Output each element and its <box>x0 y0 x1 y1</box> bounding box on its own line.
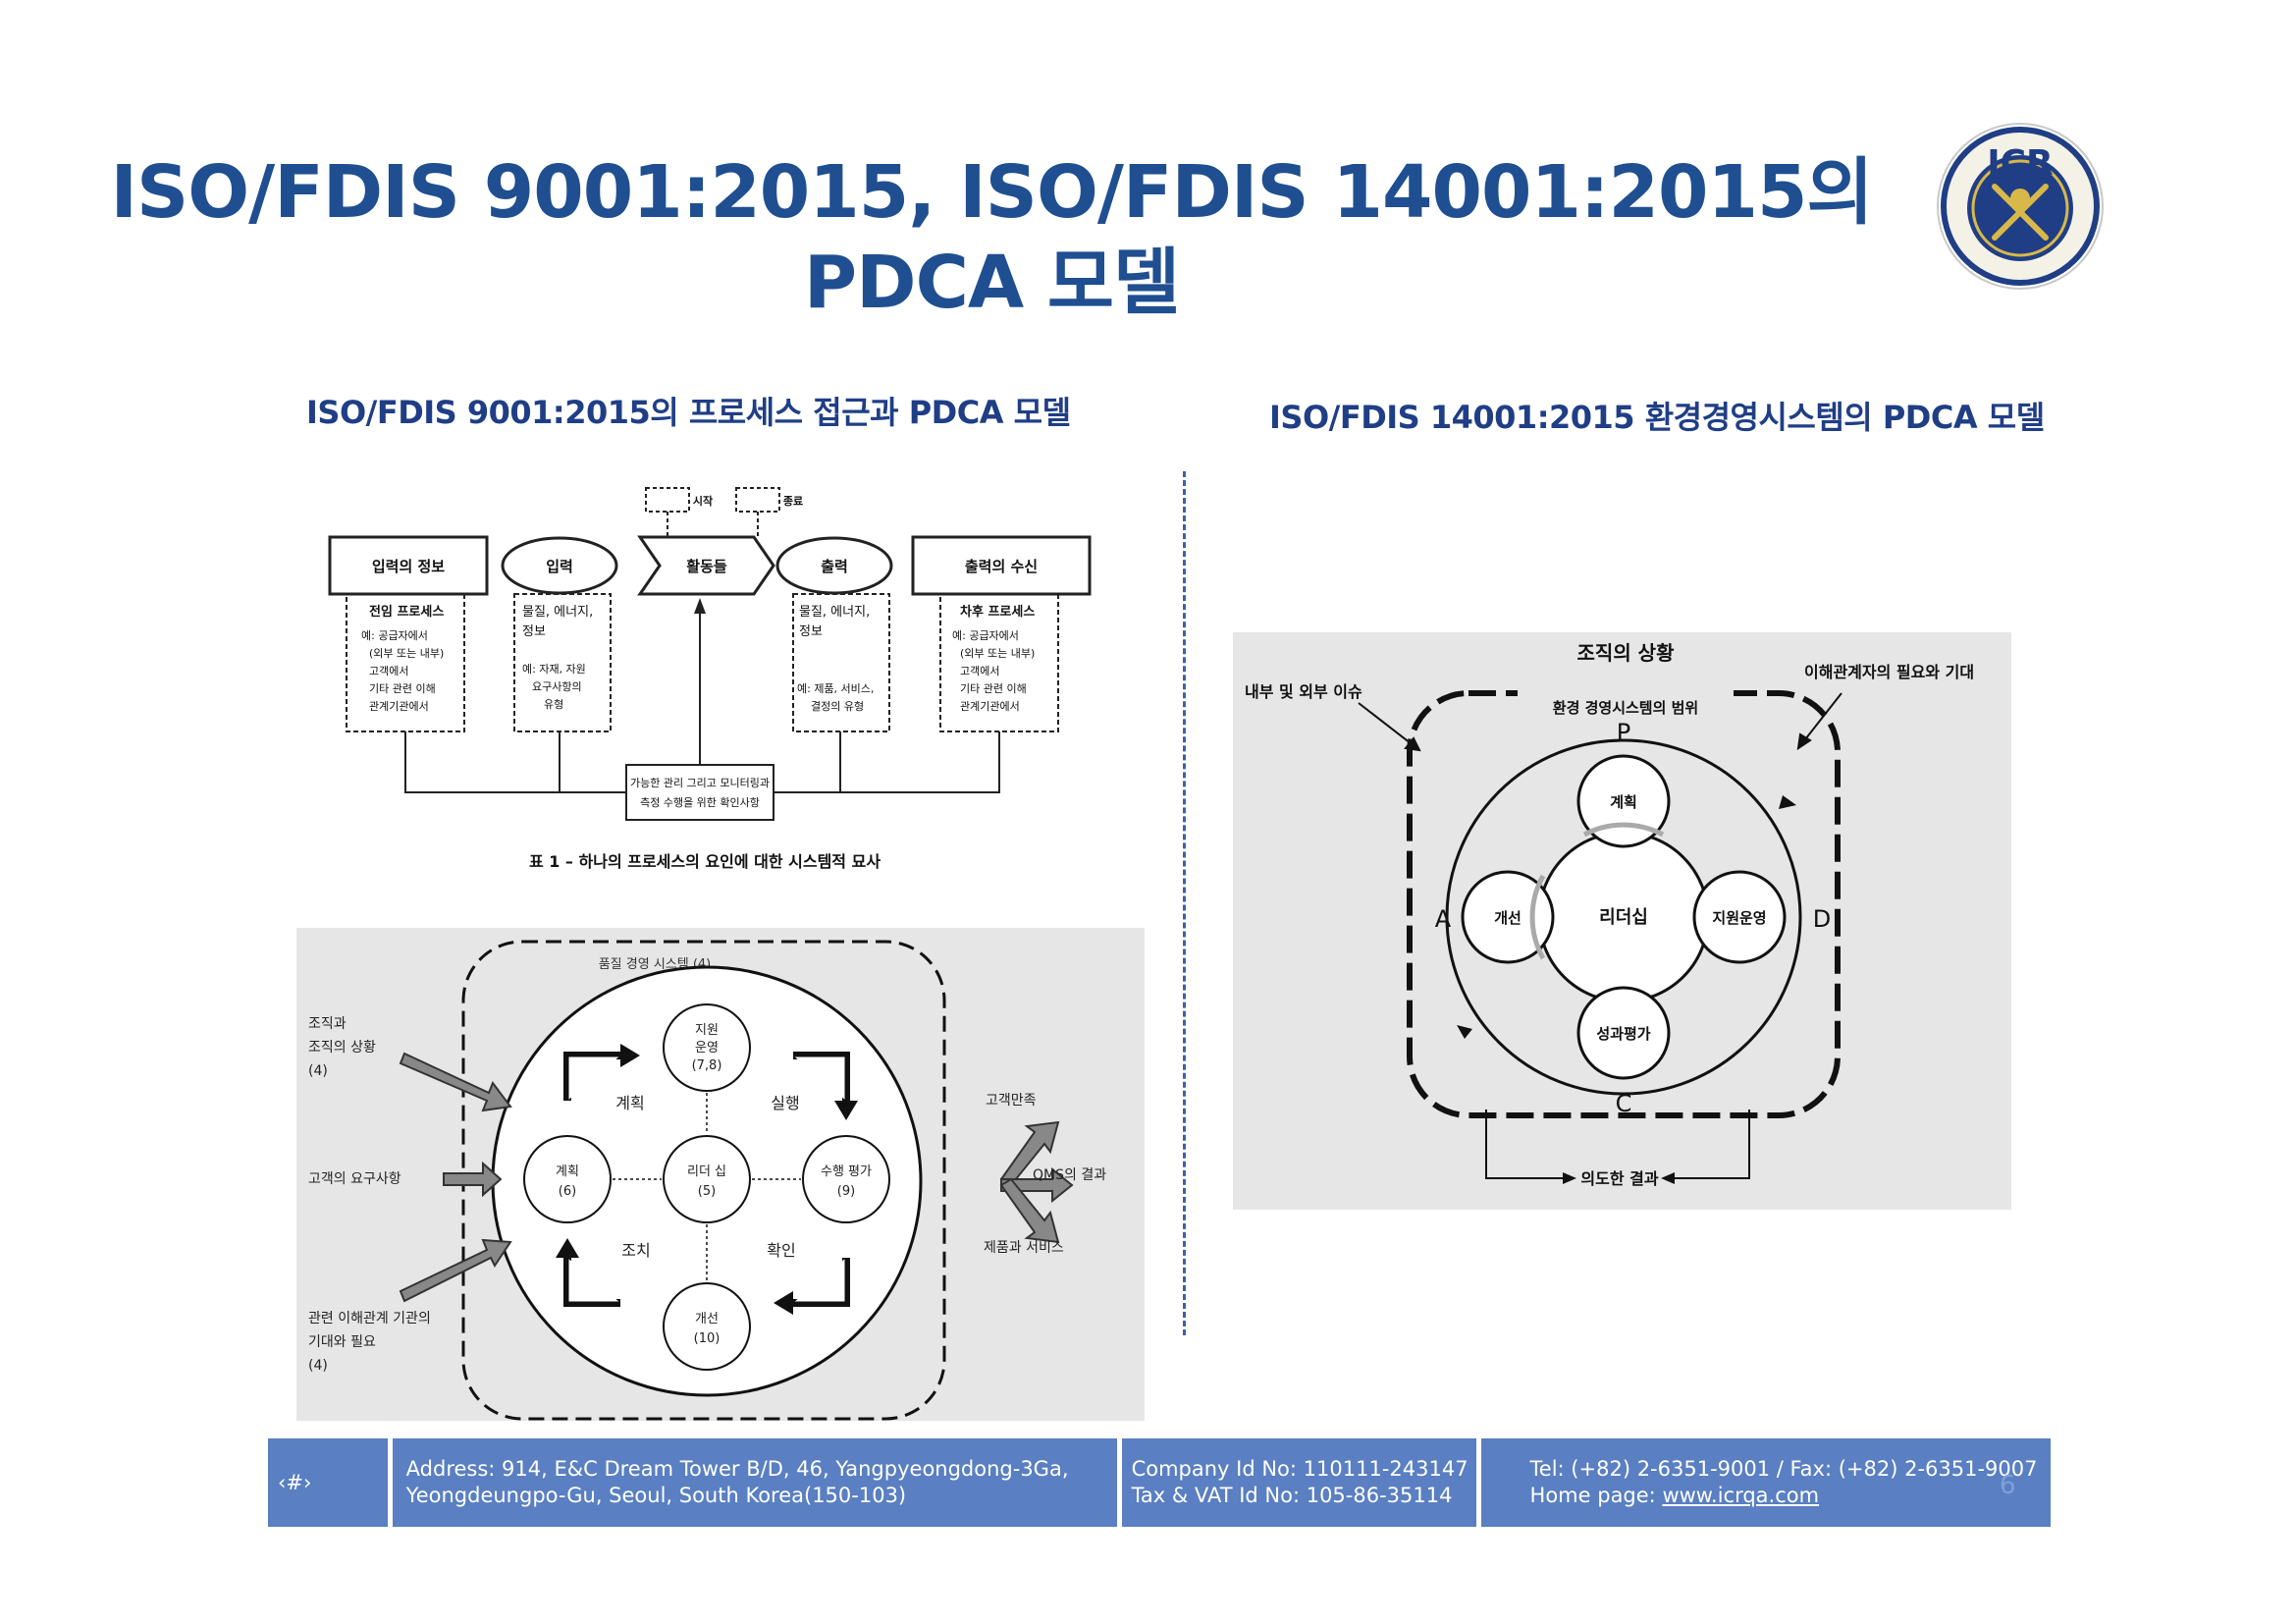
col3-line-3: 결정의 유형 <box>811 700 864 713</box>
support-line-0: 지원 <box>695 1023 719 1038</box>
column-divider <box>1183 471 1186 1335</box>
left-input-2: (4) <box>308 1063 328 1079</box>
col2-line-1: 정보 <box>522 624 546 639</box>
left-input-4: 관련 이해관계 기관의 <box>308 1311 431 1326</box>
process-box-2: 활동들 <box>686 558 727 575</box>
leader-line-0: 리더 십 <box>687 1164 726 1179</box>
footer-tel: Tel: (+82) 2-6351-9001 / Fax: (+82) 2-63… <box>1529 1457 2038 1481</box>
ems-improve: 개선 <box>1494 909 1522 927</box>
process-box-0: 입력의 정보 <box>372 558 445 575</box>
qms-figure: 품질 경영 시스템 (4) <box>296 928 1145 1421</box>
ems-eval: 성과평가 <box>1596 1025 1650 1043</box>
phase-check: 확인 <box>767 1241 795 1260</box>
col2-line-0: 물질, 에너지, <box>522 605 593 620</box>
ems-internal: 내부 및 외부 이슈 <box>1245 682 1362 701</box>
footer-page-placeholder: ‹#› <box>268 1438 388 1527</box>
col2-line-3: 요구사항의 <box>532 680 582 693</box>
footer: ‹#› Address: 914, E&C Dream Tower B/D, 4… <box>268 1438 2051 1527</box>
ems-figure: 조직의 상황 내부 및 외부 이슈 이해관계자의 필요와 기대 환경 경영시스템… <box>1233 632 2011 1210</box>
support-line-1: 운영 <box>695 1041 719 1056</box>
footer-home-label: Home page: <box>1529 1484 1663 1507</box>
improve-line-0: 개선 <box>695 1312 719 1326</box>
ems-center: 리더십 <box>1599 907 1648 928</box>
eval-line-1: (9) <box>837 1184 855 1199</box>
col4-line-5: 관계기관에서 <box>960 700 1020 713</box>
eval-line-0: 수행 평가 <box>821 1164 872 1179</box>
col4-line-1: 예: 공급자에서 <box>952 629 1019 642</box>
col1-line-2: (외부 또는 내부) <box>369 647 444 660</box>
control-line-0: 가능한 관리 그리고 모니터링과 <box>630 777 770 789</box>
col3-line-0: 물질, 에너지, <box>799 605 870 620</box>
right-output-2: 제품과 서비스 <box>984 1240 1064 1256</box>
footer-company-id: Company Id No: 110111-243147 <box>1131 1457 1468 1481</box>
ems-letter-p: P <box>1617 719 1630 746</box>
right-heading: ISO/FDIS 14001:2015 환경경영시스템의 PDCA 모델 <box>1269 399 2045 436</box>
col2-line-2: 예: 자재, 자원 <box>522 663 586 676</box>
end-label: 종료 <box>783 495 803 508</box>
ems-scope: 환경 경영시스템의 범위 <box>1553 699 1698 717</box>
left-input-1: 조직의 상황 <box>308 1040 376 1056</box>
right-output-0: 고객만족 <box>986 1093 1037 1109</box>
plan-line-1: (6) <box>559 1184 576 1199</box>
phase-do: 실행 <box>771 1094 799 1112</box>
support-line-2: (7,8) <box>692 1058 722 1073</box>
ems-context: 조직의 상황 <box>1577 641 1676 665</box>
plan-line-0: 계획 <box>556 1164 579 1179</box>
page-title-line1: ISO/FDIS 9001:2015, ISO/FDIS 14001:2015의 <box>110 150 1873 235</box>
process-caption: 표 1 – 하나의 프로세스의 요인에 대한 시스템적 묘사 <box>529 852 881 871</box>
process-box-4: 출력의 수신 <box>965 558 1038 575</box>
logo-text: ICR <box>1987 143 2054 184</box>
page-title-line2: PDCA 모델 <box>803 241 1180 325</box>
col4-line-3: 고객에서 <box>960 665 999 677</box>
col2-line-4: 유형 <box>544 698 563 711</box>
page-number: 6 <box>2000 1471 2016 1500</box>
col1-line-1: 예: 공급자에서 <box>361 629 428 642</box>
col3-line-2: 예: 제품, 서비스, <box>797 682 874 695</box>
col4-line-2: (외부 또는 내부) <box>960 647 1035 660</box>
ems-plan: 계획 <box>1610 793 1637 811</box>
col4-line-0: 차후 프로세스 <box>960 604 1035 620</box>
footer-address-line1: Address: 914, E&C Dream Tower B/D, 46, Y… <box>405 1457 1069 1481</box>
left-input-6: (4) <box>308 1358 328 1374</box>
col4-line-4: 기타 관련 이해 <box>960 681 1027 695</box>
footer-address-line2: Yeongdeungpo-Gu, Seoul, South Korea(150-… <box>405 1484 907 1507</box>
footer-contact: Tel: (+82) 2-6351-9001 / Fax: (+82) 2-63… <box>1480 1438 2051 1527</box>
footer-company: Company Id No: 110111-243147 Tax & VAT I… <box>1121 1438 1476 1527</box>
page-title: ISO/FDIS 9001:2015, ISO/FDIS 14001:2015의… <box>0 147 1983 328</box>
leader-line-1: (5) <box>698 1184 716 1199</box>
control-line-1: 측정 수행을 위한 확인사항 <box>640 796 760 809</box>
ems-letter-c: C <box>1616 1090 1632 1117</box>
process-box-1: 입력 <box>546 558 573 575</box>
ems-letter-a: A <box>1435 905 1452 933</box>
start-label: 시작 <box>693 494 713 508</box>
phase-act: 조치 <box>621 1241 650 1260</box>
improve-line-1: (10) <box>694 1331 721 1346</box>
left-input-0: 조직과 <box>308 1016 347 1032</box>
ems-outcome: 의도한 결과 <box>1580 1169 1658 1188</box>
col1-line-5: 관계기관에서 <box>369 700 429 713</box>
footer-home-link[interactable]: www.icrqa.com <box>1662 1484 1820 1507</box>
col1-line-3: 고객에서 <box>369 665 408 677</box>
footer-tax-id: Tax & VAT Id No: 105-86-35114 <box>1131 1484 1453 1507</box>
left-input-5: 기대와 필요 <box>308 1334 376 1350</box>
phase-plan: 계획 <box>615 1094 644 1112</box>
process-figure: 시작 종료 입력의 정보 입력 활동들 출력 출력의 수신 전임 프로세스 예:… <box>312 476 1127 889</box>
ems-support: 지원운영 <box>1712 909 1766 927</box>
ems-interested: 이해관계자의 필요와 기대 <box>1804 663 1974 681</box>
footer-home: Home page: www.icrqa.com <box>1530 1483 2051 1509</box>
col1-line-0: 전임 프로세스 <box>369 604 444 620</box>
ems-letter-d: D <box>1813 905 1831 933</box>
footer-address: Address: 914, E&C Dream Tower B/D, 46, Y… <box>392 1438 1117 1527</box>
col3-line-1: 정보 <box>799 624 823 639</box>
icr-logo-icon: ICR <box>1932 118 2109 295</box>
process-box-3: 출력 <box>821 558 848 575</box>
left-input-3: 고객의 요구사항 <box>308 1171 401 1187</box>
right-output-1: QMS의 결과 <box>1033 1167 1106 1183</box>
col1-line-4: 기타 관련 이해 <box>369 681 436 695</box>
left-heading: ISO/FDIS 9001:2015의 프로세스 접근과 PDCA 모델 <box>306 394 1071 431</box>
